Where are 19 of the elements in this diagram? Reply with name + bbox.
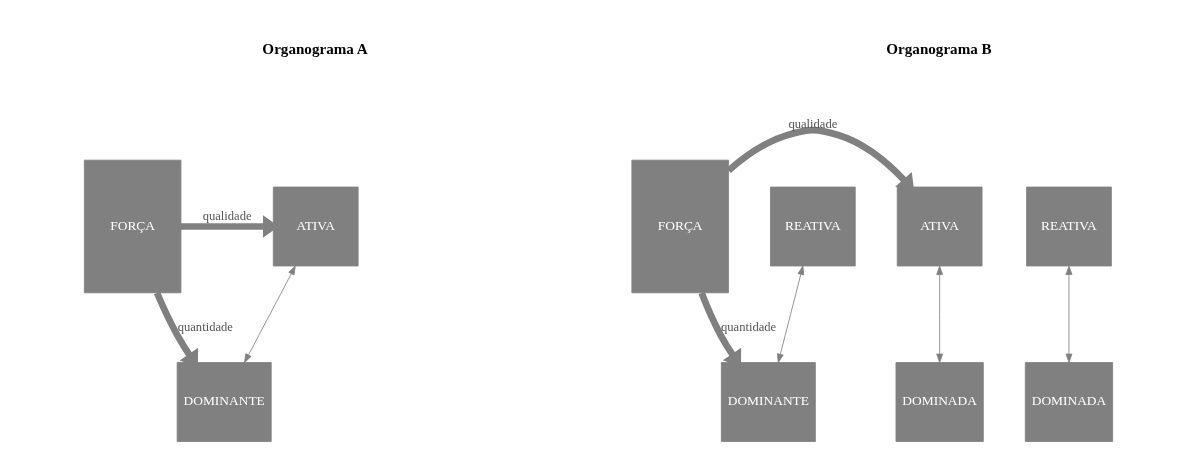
arrow: [936, 265, 943, 363]
edge-label: qualidade: [202, 208, 252, 223]
node-box: FORÇA: [631, 159, 729, 294]
arrow: [244, 265, 296, 363]
node-box: REATIVA: [770, 186, 856, 267]
edge-label: quantidade: [721, 319, 777, 334]
arrow: [777, 265, 805, 363]
label: Organograma A: [262, 40, 368, 57]
node-box: REATIVA: [1026, 186, 1112, 267]
node-box: DOMINADA: [1024, 362, 1114, 442]
edge-label: quantidade: [177, 319, 233, 334]
node-box: DOMINANTE: [176, 362, 272, 442]
arrow: [1065, 265, 1073, 363]
node-box: ATIVA: [896, 186, 983, 267]
node-box: FORÇA: [83, 159, 182, 294]
node-box: ATIVA: [272, 186, 359, 267]
label: Organograma B: [886, 40, 992, 57]
node-box: DOMINANTE: [720, 362, 816, 442]
node-box: DOMINADA: [895, 362, 984, 442]
